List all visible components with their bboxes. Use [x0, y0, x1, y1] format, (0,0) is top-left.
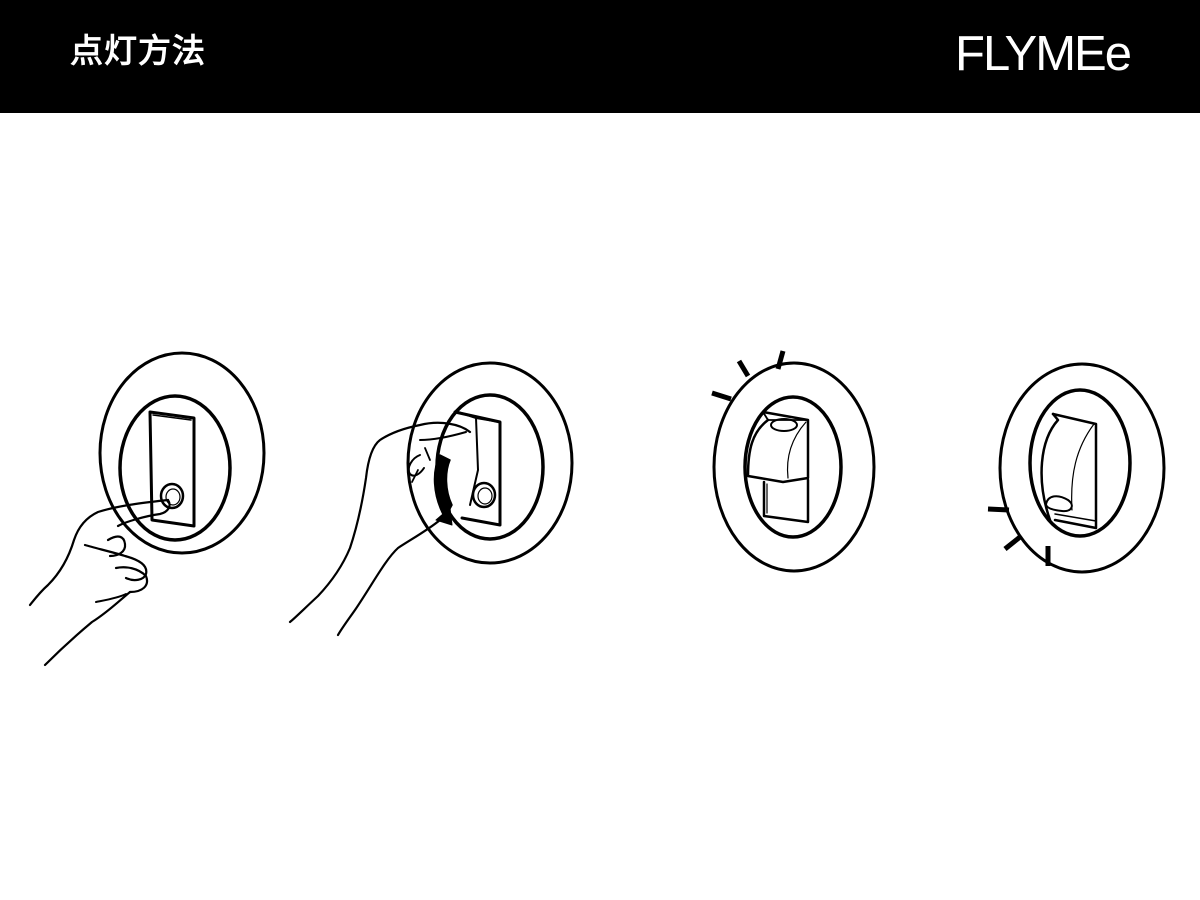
finger-pressing-button-icon [28, 351, 266, 667]
page-title: 点灯方法 [70, 31, 206, 70]
brand-logo: FLYMEe [955, 27, 1132, 81]
hand-flipping-shade-icon [288, 361, 574, 637]
light-on-up-icon [711, 350, 876, 573]
light-on-down-icon [987, 362, 1166, 574]
header-bar: 点灯方法 FLYMEe [0, 0, 1200, 113]
